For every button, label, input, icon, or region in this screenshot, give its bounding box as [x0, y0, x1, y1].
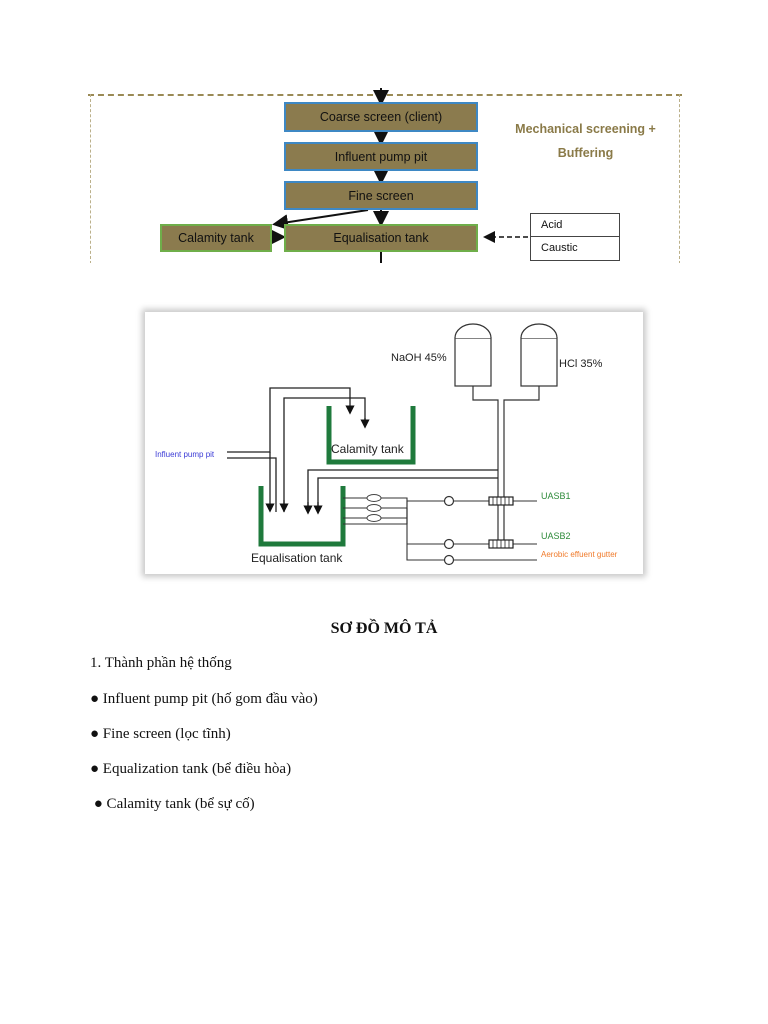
document-title: SƠ ĐỒ MÔ TẢ — [330, 620, 438, 637]
uasb2-label: UASB2 — [541, 531, 571, 541]
aerobic-gutter-label: Aerobic effuent gutter — [541, 550, 618, 559]
uasb-feed-pumps — [443, 495, 455, 566]
fine-screen-box: Fine screen — [284, 181, 478, 210]
calamity-tank-box: Calamity tank — [160, 224, 272, 252]
hcl-label: HCl 35% — [559, 358, 603, 370]
calamity-tank-shape — [326, 406, 416, 465]
flow-arrows — [270, 88, 528, 263]
influent-label: Influent pump pit — [155, 450, 215, 459]
naoh-vessel — [454, 323, 492, 387]
stage-note-line2: Buffering — [557, 146, 614, 160]
process-schematic: NaOH 45% HCl 35% Influent pump pit Calam… — [145, 312, 643, 574]
coarse-screen-box: Coarse screen (client) — [284, 102, 478, 132]
naoh-label: NaOH 45% — [391, 352, 447, 364]
bullet-item: ● Equalization tank (bể điều hòa) — [90, 761, 292, 777]
calamity-tank-label: Calamity tank — [331, 442, 404, 456]
influent-pump-pit-box: Influent pump pit — [284, 142, 478, 171]
dashed-boundary-right — [679, 94, 680, 263]
equalisation-tank-label: Equalisation tank — [251, 551, 343, 565]
recirculation-pumps — [366, 494, 382, 522]
bullet-item: ● Fine screen (lọc tĩnh) — [90, 726, 231, 742]
dashed-boundary-left — [90, 94, 91, 263]
schematic-drawing — [227, 323, 558, 566]
hcl-vessel — [520, 323, 558, 387]
acid-label: Acid — [541, 219, 563, 231]
bullet-item: ● Influent pump pit (hố gom đầu vào) — [90, 691, 318, 707]
equalisation-tank-shape — [258, 486, 346, 547]
bullet-item: ● Calamity tank (bể sự cố) — [90, 796, 255, 812]
stage-note: Mechanical screening + Buffering — [498, 117, 673, 165]
flow-diagram: Coarse screen (client) Influent pump pit… — [88, 88, 682, 263]
uasb1-label: UASB1 — [541, 491, 571, 501]
chemical-dosing-table: Acid Caustic — [530, 213, 620, 261]
caustic-label: Caustic — [531, 236, 619, 259]
stage-note-line1: Mechanical screening + — [515, 122, 656, 136]
section-heading: 1. Thành phần hệ thống — [90, 655, 232, 671]
equalisation-tank-box: Equalisation tank — [284, 224, 478, 252]
